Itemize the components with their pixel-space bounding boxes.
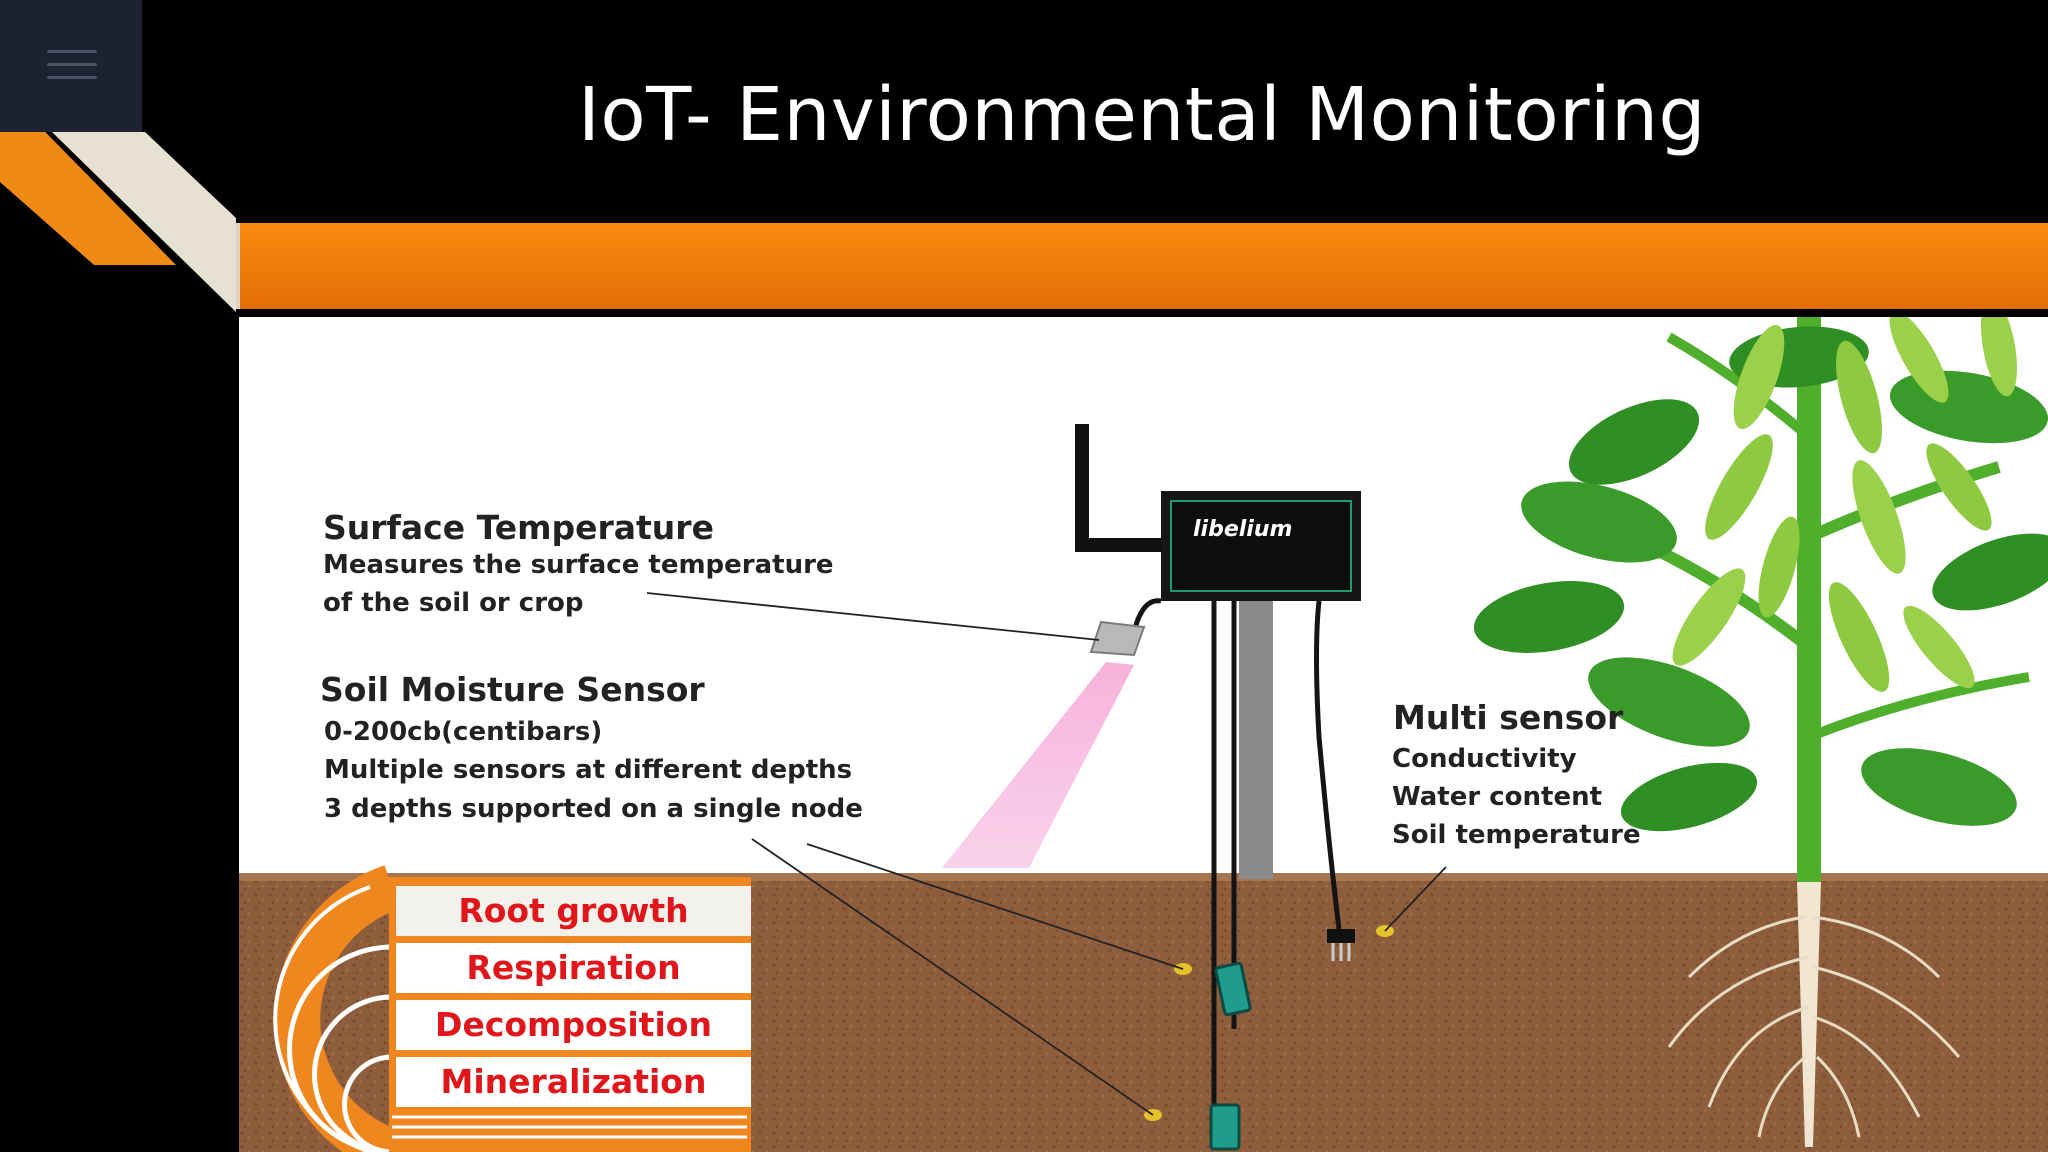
multi-sensor-heading: Multi sensor [1393, 698, 1624, 737]
menu-icon-bar [47, 63, 97, 66]
soil-moisture-line: 3 depths supported on a single node [324, 794, 863, 824]
soil-moisture-heading: Soil Moisture Sensor [320, 670, 705, 709]
mounting-pole [1239, 597, 1273, 879]
menu-icon-bar [47, 76, 97, 79]
soil-moisture-probe [1209, 1103, 1241, 1151]
process-respiration: Respiration [392, 939, 751, 993]
surface-temperature-line: Measures the surface temperature [323, 550, 834, 580]
surface-temperature-line: of the soil or crop [323, 588, 584, 618]
multi-sensor-line: Soil temperature [1392, 820, 1641, 850]
soil-moisture-line: 0-200cb(centibars) [324, 717, 603, 747]
orange-header-band [236, 223, 2048, 309]
multi-sensor-probe [1327, 929, 1355, 961]
process-root-growth: Root growth [392, 882, 751, 936]
surface-temperature-heading: Surface Temperature [323, 508, 714, 547]
device-logo: libelium [1193, 517, 1293, 542]
slide-title: IoT- Environmental Monitoring [578, 72, 1706, 158]
process-mineralization: Mineralization [392, 1053, 751, 1107]
process-decomposition: Decomposition [392, 996, 751, 1050]
soil-moisture-line: Multiple sensors at different depths [324, 755, 853, 785]
soil-moisture-probe [1214, 961, 1252, 1017]
multi-sensor-line: Conductivity [1392, 744, 1577, 774]
menu-button[interactable] [0, 0, 142, 132]
antenna [1075, 424, 1161, 552]
menu-icon-bar [47, 50, 97, 53]
multi-sensor-line: Water content [1392, 782, 1603, 812]
ir-beam [942, 662, 1134, 868]
soybean-plant [1473, 317, 2048, 1147]
process-arcs [273, 865, 400, 1152]
agriculture-sensor-diagram: libelium Surface Temperature Measures th… [239, 317, 2048, 1152]
surface-temperature-sensor [1089, 620, 1146, 657]
